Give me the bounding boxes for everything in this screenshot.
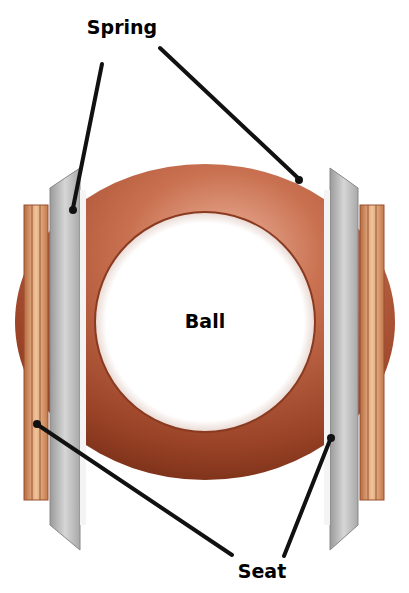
part-label: Spring bbox=[87, 18, 157, 37]
part-label: Ball bbox=[185, 312, 225, 331]
part-label: Seat bbox=[238, 562, 286, 581]
leader-lines bbox=[38, 48, 330, 556]
leader-dots bbox=[33, 176, 335, 442]
spring-plates bbox=[50, 168, 358, 550]
